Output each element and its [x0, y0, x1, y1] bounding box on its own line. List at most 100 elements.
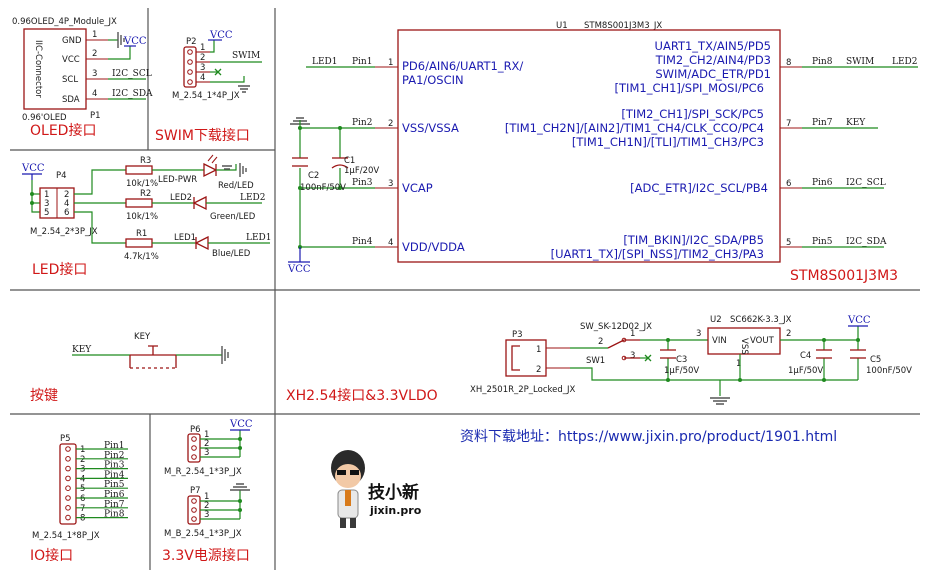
p6-pin-num-3: 3 [204, 448, 209, 458]
u2-pin-num-2: 2 [786, 329, 791, 339]
c3-ref: C3 [676, 355, 687, 365]
key-switch [129, 345, 177, 368]
p6-footprint: M_R_2.54_1*3P_JX [164, 467, 242, 477]
u2-pin-num-1: 1 [736, 359, 741, 369]
no-connect-icon [214, 68, 222, 76]
mcu-pin8-line-4: [TIM1_CH1]/SPI_MOSI/PC6 [615, 81, 764, 95]
section-title-xh: XH2.54接口&3.3VLDO [286, 387, 438, 404]
led1-ref: LED1 [174, 233, 196, 243]
swim-pin-num-2: 2 [200, 53, 205, 63]
led-section: VCC P4 1 3 5 2 4 6 M_2.54_2*3P_JX R3 10k… [21, 154, 272, 278]
mcu-pin7-line-2: [TIM1_CH2N]/[AIN2]/TIM1_CH4/CLK_CCO/PC4 [505, 121, 764, 135]
u2-vin: VIN [712, 336, 727, 346]
led-ground-icon [239, 163, 247, 177]
p6-pin-num-1: 1 [204, 430, 209, 440]
sw1-pin-num-3: 3 [630, 351, 635, 361]
mcu-pin5-line-2: [UART1_TX]/[SPI_NSS]/TIM2_CH3/PA3 [551, 247, 764, 261]
led-vcc-label: VCC [21, 163, 45, 174]
section-title-swim: SWIM下载接口 [155, 127, 250, 144]
u2-part: SC662K-3.3_JX [730, 315, 792, 325]
mcu-vcc-icon [288, 247, 310, 263]
u2-vss: VSS [739, 338, 749, 355]
swim-net: SWIM [232, 51, 260, 61]
led-header-footprint: M_2.54_2*3P_JX [30, 227, 98, 237]
xh-ldo-section: XH2.54接口&3.3VLDO P3 1 2 XH_2501R_2P_Lock… [286, 315, 912, 405]
sw1-ref: SW1 [586, 356, 605, 366]
sw1-footprint: SW_SK-12D02_JX [580, 322, 652, 332]
mcu-pinlabel-7: Pin7 [812, 118, 833, 128]
p6-pin-num-2: 2 [204, 439, 209, 449]
p5-pin-net: Pin6 [104, 490, 125, 500]
logo-cn: 技小新 [368, 482, 419, 503]
swim-header: P2 1 2 3 4 VCC SWIM M_2.54_1*4P_JX SWIM下… [155, 30, 262, 144]
swim-vcc-label: VCC [209, 30, 233, 41]
ldo-vcc-label: VCC [847, 315, 871, 326]
mcu-net-i2c-scl: I2C_SCL [846, 178, 886, 188]
p5-pin-socket [65, 495, 71, 501]
resistor-r1 [125, 238, 153, 248]
p6-header-body [187, 433, 201, 463]
mcu-pin-name-2: VSS/VSSA [402, 121, 459, 135]
mcu-part: STM8S001J3M3_JX [584, 21, 662, 31]
logo-en: jixin.pro [369, 504, 422, 517]
key-ref: KEY [134, 332, 151, 342]
led-vcc-icon [22, 173, 42, 180]
resistor-r3 [125, 165, 153, 175]
oled-ground-icon [117, 32, 125, 48]
p5-pin-num: 5 [80, 484, 85, 494]
led1-net: LED1 [246, 233, 272, 243]
mcu-pinlabel-4: Pin4 [352, 237, 373, 247]
mcu-pinlabel-8: Pin8 [812, 57, 833, 67]
p3-connector [505, 339, 547, 377]
r3-value: 10k/1% [126, 179, 158, 189]
p5-ref: P5 [60, 434, 71, 444]
power-section: P6 1 2 3 VCC M_R_2.54_1*3P_JX P7 1 2 3 M… [162, 419, 253, 564]
key-ground-icon [221, 346, 229, 364]
u2-ref: U2 [710, 315, 722, 325]
p5-header-body [59, 443, 77, 525]
resistor-r2 [125, 198, 153, 208]
p3-footprint: XH_2501R_2P_Locked_JX [470, 385, 575, 395]
mcu-net-swim: SWIM [846, 57, 874, 67]
mcu-pinlabel-2: Pin2 [352, 118, 372, 128]
c4-ref: C4 [800, 351, 811, 361]
mcu-pinlabel-5: Pin5 [812, 237, 833, 247]
oled-pin-num-2: 2 [92, 49, 97, 59]
section-title-led: LED接口 [32, 261, 87, 278]
section-title-io: IO接口 [30, 547, 73, 564]
p5-pin-socket [65, 485, 71, 492]
key-net: KEY [72, 345, 92, 355]
mcu-section: U1 STM8S001J3M3_JX 1 2 3 4 PD6/AIN6/UART… [287, 21, 918, 284]
led2-ref: LED2 [170, 193, 192, 203]
led-pin-3: 3 [44, 199, 49, 209]
mcu-pin7-line-1: [TIM2_CH1]/SPI_SCK/PC5 [621, 107, 764, 121]
p3-pin-num-1: 1 [536, 345, 541, 355]
swim-footprint: M_2.54_1*4P_JX [172, 91, 240, 101]
mcu-net-led1: LED1 [312, 57, 338, 67]
mcu-pin-name-1b: PA1/OSCIN [402, 73, 464, 87]
oled-connector-label: IIC-Connector [33, 40, 43, 98]
u2-pin-num-3: 3 [696, 329, 701, 339]
p6-ref: P6 [190, 425, 201, 435]
c1-ref: C1 [344, 156, 355, 166]
mcu-pin-num-4: 4 [388, 238, 393, 248]
p5-pin-num: 4 [80, 474, 85, 484]
p5-pin-num: 8 [80, 514, 85, 524]
section-title-mcu: STM8S001J3M3 [790, 268, 898, 284]
p3-ref: P3 [512, 330, 523, 340]
oled-ref: P1 [90, 111, 101, 121]
mcu-pin-name-3: VCAP [402, 181, 433, 195]
mcu-ref: U1 [556, 21, 568, 31]
p5-pin-socket [65, 456, 71, 462]
download-url[interactable]: 资料下载地址：https://www.jixin.pro/product/190… [460, 429, 837, 445]
p7-pin-num-2: 2 [204, 501, 209, 511]
p7-ground-icon [230, 483, 250, 491]
mcu-body [397, 29, 781, 263]
swim-pin-num-4: 4 [200, 73, 205, 83]
u2-ldo-body [707, 327, 781, 355]
mcu-pin-num-5: 5 [786, 238, 791, 248]
led-green-label: Green/LED [210, 212, 256, 222]
mcu-pin-name-1: PD6/AIN6/UART1_RX/ [402, 59, 523, 73]
swim-ref: P2 [186, 37, 197, 47]
